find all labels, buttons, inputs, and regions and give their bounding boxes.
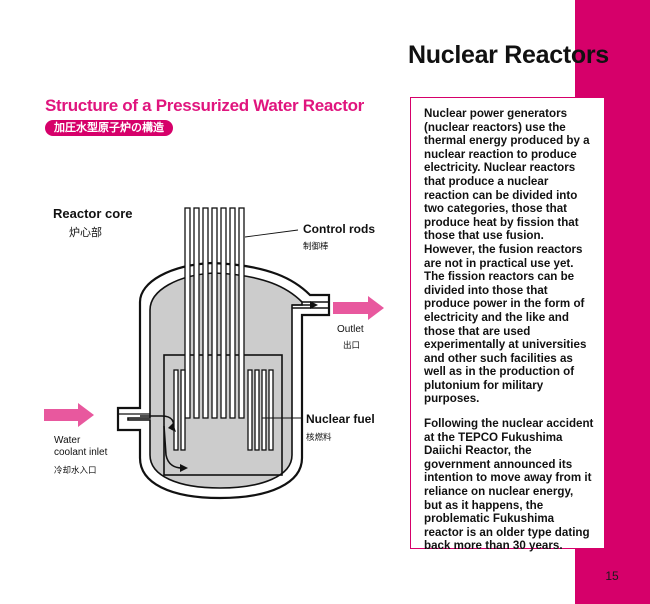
paragraph-2: Following the nuclear accident at the TE… — [424, 417, 594, 553]
section-subtitle-badge: 加圧水型原子炉の構造 — [45, 120, 173, 136]
fuel-rods — [173, 369, 274, 451]
label-outlet-jp: 出口 — [343, 341, 361, 351]
page-number: 15 — [605, 569, 619, 583]
label-reactor-core: Reactor core — [53, 206, 133, 221]
label-nuclear-fuel-jp: 核燃料 — [306, 433, 332, 443]
paragraph-1: Nuclear power generators (nuclear reacto… — [424, 107, 590, 406]
label-outlet: Outlet — [337, 324, 364, 335]
flow-arrow-down — [163, 425, 183, 469]
section-title: Structure of a Pressurized Water Reactor — [45, 96, 364, 115]
label-control-rods: Control rods — [303, 222, 375, 236]
outlet-arrow — [333, 296, 384, 320]
label-water-inlet-1: Water — [54, 435, 81, 446]
reactor-diagram: Reactor core 炉心部 Control rods 制御棒 Outlet… — [40, 180, 400, 510]
description-box: Nuclear power generators (nuclear reacto… — [410, 97, 605, 552]
label-water-inlet-2: coolant inlet — [54, 447, 108, 458]
label-nuclear-fuel: Nuclear fuel — [306, 412, 375, 426]
label-water-inlet-jp: 冷却水入口 — [54, 466, 97, 476]
control-rods — [184, 207, 245, 419]
label-reactor-core-jp: 炉心部 — [69, 226, 102, 239]
label-control-rods-jp: 制御棒 — [303, 242, 329, 252]
page-title: Nuclear Reactors — [408, 41, 609, 69]
reactor-diagram-graphic — [44, 207, 384, 500]
inlet-arrow — [44, 403, 94, 427]
